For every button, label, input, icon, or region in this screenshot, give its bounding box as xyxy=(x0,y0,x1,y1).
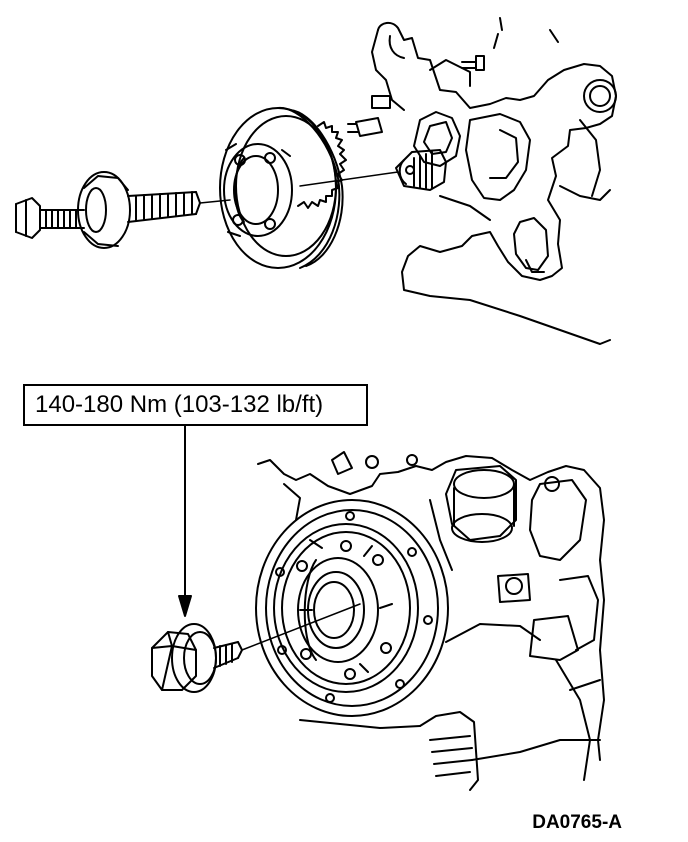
figure-id: DA0765-A xyxy=(532,812,622,833)
damper-bolt-top xyxy=(15,171,399,249)
damper-bolt-bottom xyxy=(151,603,361,693)
torque-spec-callout: 140-180 Nm (103-132 lb/ft) xyxy=(23,384,368,426)
torque-leader-arrow xyxy=(178,425,192,617)
engine-front-cover-top xyxy=(347,17,617,345)
crankshaft-damper-bottom xyxy=(255,499,449,717)
engine-front-cover-bottom xyxy=(257,451,605,791)
crankshaft-nose-top xyxy=(395,149,447,191)
crankshaft-damper-top xyxy=(219,106,347,269)
